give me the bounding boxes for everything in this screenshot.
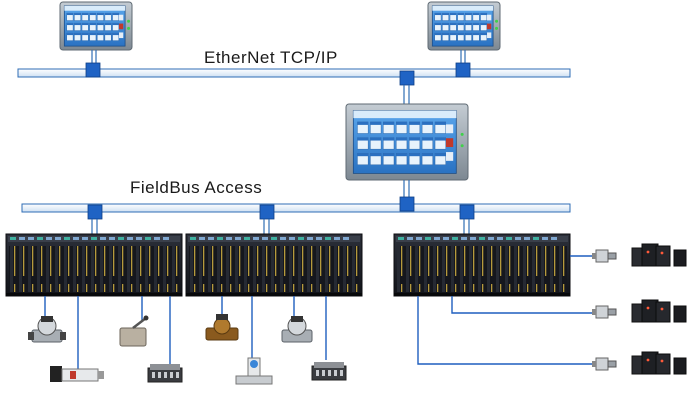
flow-meter-icon [235, 357, 273, 385]
ethernet-connector-2 [399, 70, 415, 86]
ethernet-connector-3 [455, 62, 471, 78]
ethernet-bus [17, 68, 571, 78]
hmi-top-left-link [91, 50, 97, 64]
center-hmi-uplink [403, 85, 410, 104]
motor-icon [592, 249, 617, 263]
motion-group-2 [592, 299, 687, 323]
flow-valve-icon [205, 314, 239, 341]
solenoid-valve-icon [50, 366, 104, 382]
motion-group-3 [592, 351, 687, 375]
servo-drive-icon [631, 243, 687, 267]
rack-drop-links [91, 219, 470, 234]
hmi-top-right-link [460, 50, 466, 64]
center-hmi-downlink [403, 180, 410, 198]
terminal-block-icon [147, 364, 183, 383]
io-rack-2 [185, 233, 363, 297]
io-rack-3 [393, 233, 571, 297]
terminal-block-icon-2 [311, 362, 347, 381]
io-rack-1 [5, 233, 183, 297]
servo-drive-icon [631, 351, 687, 375]
limit-switch-icon [119, 315, 149, 347]
fieldbus-connector-4 [459, 204, 475, 220]
ethernet-connector-1 [85, 62, 101, 78]
fieldbus-connector-3 [399, 196, 415, 212]
hmi-panel-top-right [427, 1, 501, 51]
hmi-panel-center [345, 103, 469, 181]
fieldbus-connector-2 [259, 204, 275, 220]
fieldbus-connector-1 [87, 204, 103, 220]
motor-icon [592, 357, 617, 371]
hmi-panel-top-left [59, 1, 133, 51]
fieldbus-label: FieldBus Access [130, 178, 263, 197]
motor-icon [592, 305, 617, 319]
motion-group-1 [592, 243, 687, 267]
valve-icon [28, 316, 66, 343]
fieldbus-bus [21, 203, 571, 213]
field-wiring [44, 255, 598, 372]
servo-drive-icon [631, 299, 687, 323]
valve-icon-2 [281, 316, 313, 343]
ethernet-label: EtherNet TCP/IP [204, 48, 338, 67]
